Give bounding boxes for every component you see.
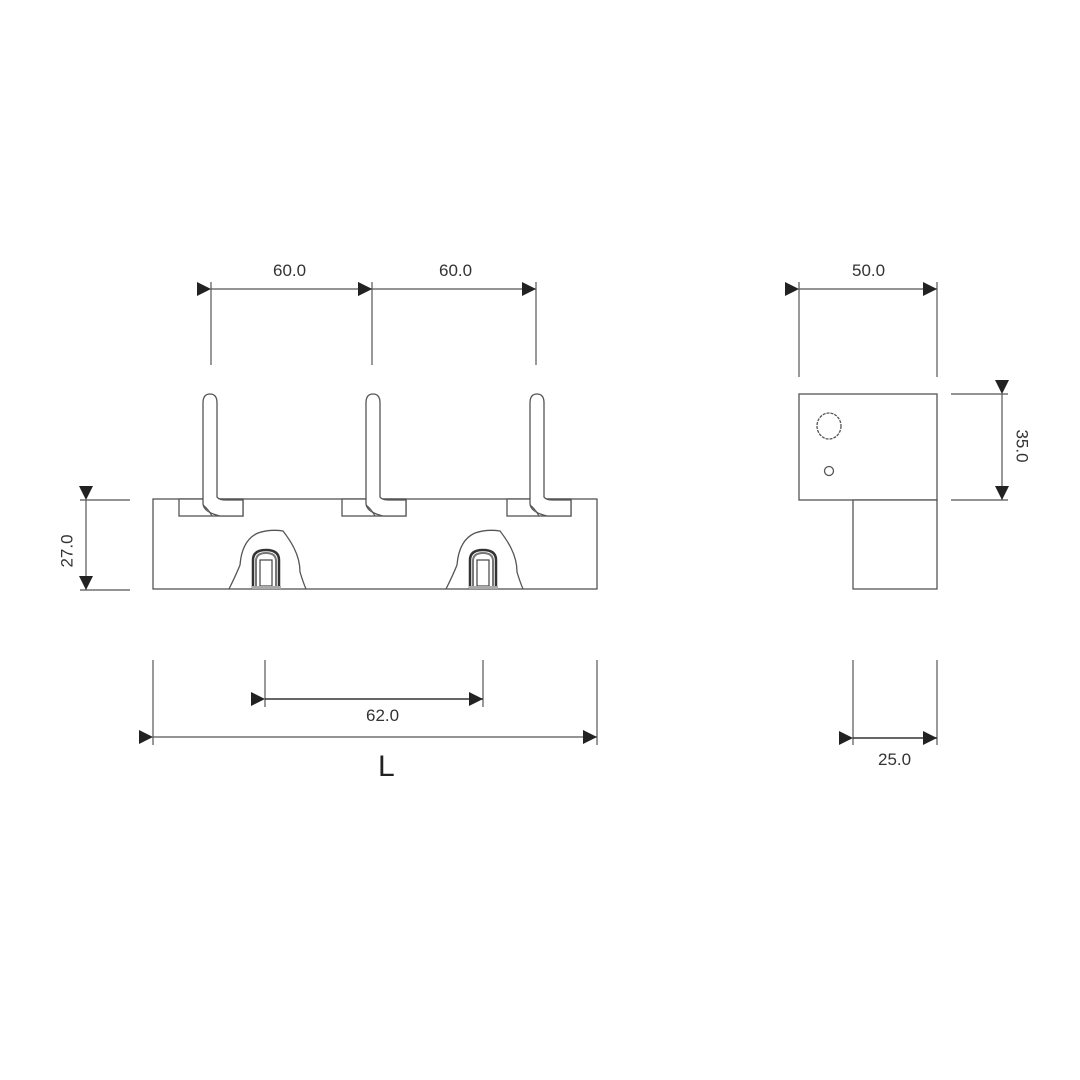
insert-2 [445,529,524,590]
dim-label-pin-pitch-right: 60.0 [439,261,473,280]
side-view [798,393,938,590]
front-dimensions [79,282,598,745]
side-base [852,499,938,590]
dim-label-side-width: 50.0 [852,261,886,280]
front-view [152,393,598,590]
pin-3 [529,393,572,517]
dim-label-upper-height: 35.0 [1012,429,1032,463]
side-dimensions [785,282,1009,745]
dim-label-pin-pitch-left: 60.0 [273,261,307,280]
hole-large [816,412,842,440]
insert-1 [228,529,307,590]
hole-small [823,465,835,477]
pin-1 [202,393,244,517]
dim-label-height: 27.0 [57,534,77,568]
pin-2 [365,393,407,517]
dim-label-base-width: 25.0 [878,750,912,769]
dim-label-insert-spacing: 62.0 [366,706,400,725]
side-upper-body [798,393,938,501]
dim-label-overall-length: L [378,750,395,783]
